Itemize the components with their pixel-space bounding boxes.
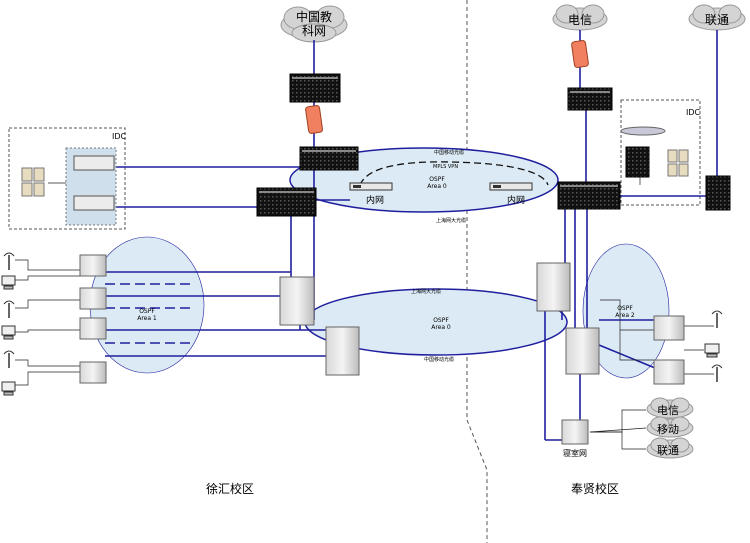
router-telecom-border [567, 87, 613, 111]
pc-left-3 [1, 381, 16, 396]
firewall-telecom [571, 40, 589, 68]
cloud-telecom-top-label: 电信 [567, 13, 592, 27]
wireless-ap-right-2 [711, 364, 723, 382]
dorm-network-label: 寝室网 [563, 449, 587, 458]
cloud-cernet-label: 中国教 科网 [290, 10, 338, 38]
agg-switch-fengxian-1 [536, 262, 571, 312]
access-switch-area2-1 [653, 315, 685, 341]
firewall-cernet [305, 105, 323, 134]
cloud-telecom-bottom [646, 397, 694, 419]
vpn-appliance-left [349, 182, 393, 191]
ospf-area2-line2: Area 2 [615, 312, 635, 319]
isp-telecom-label: 电信 [657, 404, 679, 417]
pc-right [704, 343, 720, 358]
idc-right-label: IDC [686, 108, 701, 117]
network-links [105, 30, 718, 441]
agg-switch-xuhui-1 [279, 276, 315, 326]
access-switch-area1-4 [79, 361, 107, 384]
cloud-mobile-bottom [646, 416, 694, 438]
pc-left-2 [1, 325, 16, 340]
ospf-area0-bottom-line2: Area 0 [431, 324, 451, 331]
cloud-cernet-line2: 科网 [301, 24, 326, 38]
vpn-appliance-right [489, 182, 533, 191]
mpls-vpn-label: MPLS VPN [433, 164, 459, 170]
router-unicom-border [705, 175, 731, 211]
access-links [15, 150, 714, 450]
idc-right-box [620, 99, 701, 206]
intranet-left-label: 内网 [366, 196, 385, 206]
idc-right-storage-array [620, 126, 666, 178]
access-switch-area1-1 [79, 254, 107, 277]
agg-switch-fengxian-2 [565, 327, 600, 375]
idc-left-box [8, 127, 126, 230]
access-switch-area1-3 [79, 317, 107, 340]
ospf-area1-line1: OSPF [139, 308, 155, 315]
campus-xuhui-label: 徐汇校区 [206, 482, 255, 496]
router-cernet-border [289, 73, 341, 103]
access-switch-area2-2 [653, 359, 685, 385]
campus-divider [466, 0, 488, 543]
dorm-switch [561, 419, 589, 445]
idc-left-servers [21, 167, 45, 197]
ospf-area2-label: OSPF Area 2 [608, 305, 642, 319]
wireless-ap-left-3 [3, 350, 15, 368]
isp-unicom-label: 联通 [657, 444, 679, 457]
campus-fengxian-label: 奉贤校区 [571, 482, 620, 496]
access-switch-area1-2 [79, 287, 107, 310]
intranet-right-label: 内网 [507, 196, 526, 206]
idc-left-label: IDC [112, 132, 127, 141]
core-switch-xuhui-top [299, 146, 359, 171]
ospf-area1-label: OSPF Area 1 [130, 308, 164, 322]
ospf-area1-line2: Area 1 [137, 315, 157, 322]
link-wuxing-top-label: 上海网大光缆 [436, 218, 467, 224]
ospf-area0-top-label: OSPF Area 0 [420, 176, 454, 190]
link-mobile-bottom-label: 中国移动光缆 [424, 357, 455, 363]
cloud-cernet-line1: 中国教 [295, 10, 332, 24]
ospf-area0-bottom-line1: OSPF [433, 317, 449, 324]
link-wuxing-bottom-label: 上海网大光缆 [411, 289, 442, 295]
cloud-unicom-bottom [646, 437, 694, 459]
cloud-cernet [280, 5, 348, 43]
cloud-telecom-top [552, 4, 608, 31]
ospf-area0-bottom-label: OSPF Area 0 [424, 317, 458, 331]
ospf-area0-top-line1: OSPF [429, 176, 445, 183]
ospf-area2-zone [582, 243, 670, 379]
wireless-ap-left-1 [3, 252, 15, 270]
agg-switch-xuhui-2 [325, 326, 360, 376]
ospf-area2-line1: OSPF [617, 305, 633, 312]
cloud-unicom-top-label: 联通 [704, 13, 729, 27]
idc-left-storage [65, 147, 117, 226]
idc-right-servers [667, 149, 689, 177]
pc-left-1 [1, 275, 16, 290]
cloud-unicom-top [688, 4, 746, 31]
core-switch-xuhui-left [256, 187, 317, 217]
ospf-area1-zone [89, 236, 205, 374]
core-switch-fengxian [557, 181, 621, 210]
ospf-area0-top-line2: Area 0 [427, 183, 447, 190]
isp-mobile-label: 移动 [657, 423, 679, 436]
link-mobile-top-label: 中国移动光缆 [434, 150, 465, 156]
wireless-ap-right-1 [711, 310, 723, 328]
wireless-ap-left-2 [3, 300, 15, 318]
